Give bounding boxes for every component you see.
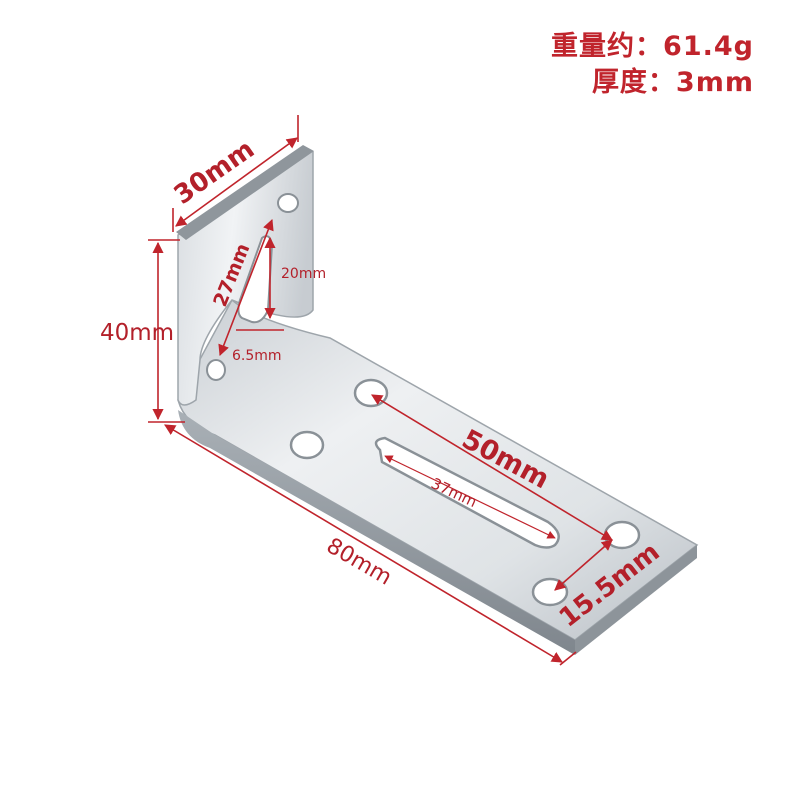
dim-40-label: 40mm xyxy=(100,320,174,346)
dim-80-line xyxy=(164,424,563,663)
dimension-lines xyxy=(148,115,613,666)
vertical-hole-bottom xyxy=(206,359,226,381)
dim-80-extension xyxy=(559,651,577,666)
thickness-spec: 厚度：3mm xyxy=(591,67,754,98)
vertical-hole-top xyxy=(277,193,299,213)
dim-20-label: 20mm xyxy=(281,266,326,282)
dim-30-line xyxy=(175,137,298,227)
dim-27-line xyxy=(218,218,274,357)
bracket-end-edge xyxy=(575,545,697,655)
horizontal-hole-2 xyxy=(289,430,325,460)
dim-15-5-line xyxy=(554,539,613,591)
dim-37-line xyxy=(384,455,556,539)
weight-spec: 重量约：61.4g xyxy=(551,31,754,62)
horizontal-hole-3 xyxy=(603,520,641,550)
dim-6-5-label: 6.5mm xyxy=(232,348,282,364)
horizontal-hole-1 xyxy=(353,378,389,408)
